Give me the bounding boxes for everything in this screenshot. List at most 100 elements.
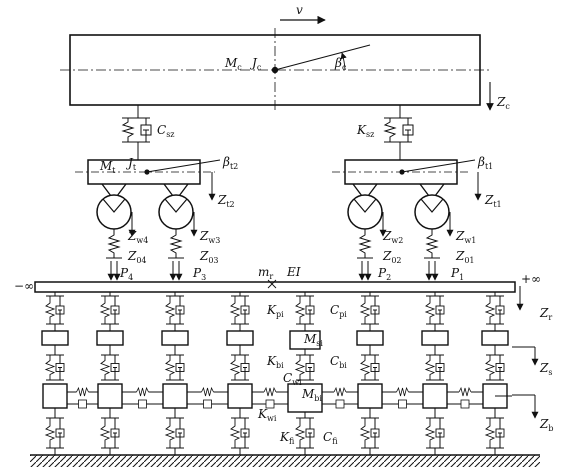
ballast-shear-coupling — [447, 386, 483, 409]
label-plus-infinity: +∞ — [521, 272, 541, 286]
label-minus-infinity: −∞ — [14, 279, 34, 293]
svg-text:Cwi: Cwi — [283, 371, 302, 387]
track-support-column — [96, 292, 124, 455]
svg-text:Zr: Zr — [539, 306, 552, 322]
labels-layer: Mc Jc βc Zc Csz Ksz Mt Jt βt2 βt1 Zt2 Zt… — [14, 56, 553, 446]
label-P4: P — [119, 266, 129, 280]
label-Kfi: K — [279, 430, 290, 444]
spring — [294, 355, 306, 380]
label-Zr: Z — [539, 306, 549, 320]
svg-text:Kfi: Kfi — [279, 430, 295, 446]
svg-text:Z04: Z04 — [127, 249, 147, 265]
spring — [44, 296, 56, 324]
ballast-block — [162, 383, 188, 409]
track-displacement-arrows — [512, 346, 539, 419]
contact-spring — [425, 229, 439, 258]
damper — [265, 399, 275, 409]
label-Z04: Z — [127, 249, 137, 263]
spring — [164, 296, 176, 324]
label-Jt: J — [125, 156, 134, 170]
label-Zt2: Z — [217, 193, 227, 207]
label-Cfi: C — [323, 430, 332, 444]
track-support-column — [41, 292, 69, 455]
svg-text:βt1: βt1 — [477, 155, 493, 171]
label-Mbi: M — [301, 387, 315, 401]
rail-beam — [34, 279, 524, 311]
label-Kpi: K — [266, 303, 277, 317]
spring — [263, 386, 277, 397]
spring — [333, 386, 347, 397]
spring — [229, 355, 241, 380]
label-v: v — [296, 3, 303, 17]
svg-text:mr: mr — [258, 265, 273, 281]
spring — [359, 296, 371, 324]
svg-text:Zw3: Zw3 — [199, 229, 220, 245]
label-EI: EI — [286, 265, 301, 279]
damper — [398, 399, 407, 409]
label-Zw1: Z — [455, 229, 465, 243]
spring — [424, 296, 436, 324]
ballast-block — [357, 383, 383, 409]
track-support-column — [356, 292, 384, 455]
sleeper — [481, 330, 509, 346]
label-Cbi: C — [330, 354, 339, 368]
spring — [294, 296, 306, 324]
damper — [78, 399, 87, 409]
spring — [201, 386, 214, 397]
spring — [424, 418, 436, 448]
ballast-shear-coupling — [122, 386, 163, 409]
svg-text:βc: βc — [334, 56, 347, 72]
spring — [484, 355, 496, 380]
svg-text:P2: P2 — [377, 266, 391, 282]
svg-text:Cbi: Cbi — [330, 354, 347, 370]
secondary-suspension-left — [121, 105, 152, 160]
svg-text:Kpi: Kpi — [266, 303, 284, 319]
track-substructure — [41, 292, 512, 455]
label-Mc: M — [224, 56, 238, 70]
ballast-block — [42, 383, 68, 409]
label-Csz: C — [157, 123, 166, 137]
velocity-indicator: v — [280, 3, 326, 25]
ballast-block — [422, 383, 448, 409]
label-betat2: β — [222, 155, 230, 169]
contact-spring — [107, 229, 121, 258]
spring — [484, 418, 496, 448]
wheelset-4 — [96, 183, 136, 281]
label-Cwi: C — [283, 371, 292, 385]
spring — [484, 296, 496, 324]
svg-text:Ksz: Ksz — [356, 123, 374, 139]
label-Zw4: Z — [127, 229, 137, 243]
svg-text:P3: P3 — [192, 266, 206, 282]
secondary-suspension-right — [383, 105, 414, 160]
svg-text:Mbi: Mbi — [301, 387, 322, 403]
spring — [359, 355, 371, 380]
svg-text:Zt1: Zt1 — [484, 193, 502, 209]
svg-text:Cfi: Cfi — [323, 430, 338, 446]
track-support-column — [287, 292, 323, 455]
sleeper — [96, 330, 124, 346]
sleeper — [226, 330, 254, 346]
svg-text:P1: P1 — [450, 266, 464, 282]
spring — [396, 386, 409, 397]
spring — [359, 418, 371, 448]
label-betac: β — [334, 56, 342, 70]
spring — [44, 418, 56, 448]
svg-text:Z01: Z01 — [455, 249, 475, 265]
spring — [99, 296, 111, 324]
label-Zt1: Z — [484, 193, 494, 207]
svg-text:Mc: Mc — [224, 56, 242, 72]
track-support-column — [161, 292, 189, 455]
car-body — [60, 28, 494, 112]
svg-text:Zw1: Zw1 — [455, 229, 476, 245]
spring — [99, 355, 111, 380]
svg-text:Zt2: Zt2 — [217, 193, 235, 209]
spring — [424, 355, 436, 380]
label-P1: P — [450, 266, 460, 280]
bogie-rear — [75, 159, 221, 201]
label-Mt: M — [99, 159, 113, 173]
spring — [164, 418, 176, 448]
svg-text:Zw2: Zw2 — [382, 229, 403, 245]
spring — [164, 355, 176, 380]
wheelset-2 — [347, 183, 387, 281]
